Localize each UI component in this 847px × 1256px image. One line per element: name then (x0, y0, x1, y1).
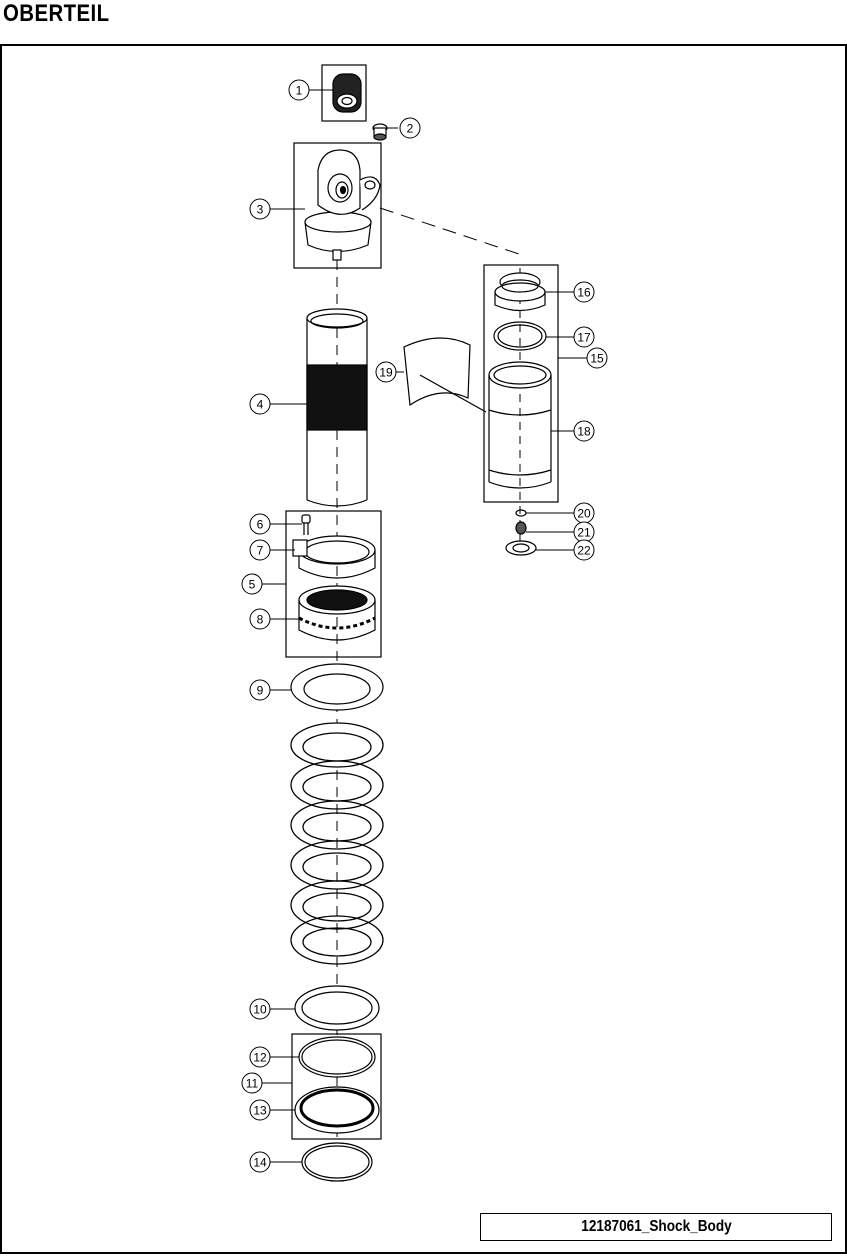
callout-16: 16 (573, 281, 595, 303)
callout-19: 19 (375, 361, 397, 383)
callout-2: 2 (399, 117, 421, 139)
callout-1: 1 (288, 79, 310, 101)
callout-14: 14 (249, 1151, 271, 1173)
callout-label: 15 (590, 352, 604, 366)
callout-label: 5 (249, 578, 256, 592)
callout-18: 18 (573, 420, 595, 442)
page-title: OBERTEIL (3, 0, 110, 27)
callout-label: 9 (257, 684, 264, 698)
part-8-preload-nut (298, 585, 376, 641)
callout-8: 8 (249, 608, 271, 630)
callout-label: 1 (296, 84, 303, 98)
drawing-caption: 12187061_Shock_Body (480, 1213, 832, 1241)
part-18-reservoir (488, 361, 552, 489)
callout-label: 21 (577, 526, 591, 540)
part-14-circlip (301, 1142, 373, 1182)
part-9-spring-seat (290, 663, 384, 711)
callout-6: 6 (249, 513, 271, 535)
callout-5: 5 (241, 573, 263, 595)
callout-3: 3 (249, 198, 271, 220)
callout-label: 19 (379, 366, 393, 380)
part-20-washer (515, 509, 527, 517)
callout-label: 13 (253, 1104, 267, 1118)
part-2-valve (372, 123, 388, 141)
part-12-ring (298, 1036, 376, 1078)
callout-label: 8 (257, 613, 264, 627)
callout-7: 7 (249, 539, 271, 561)
callout-label: 22 (577, 544, 591, 558)
part-19-shield (403, 337, 487, 413)
part-1-bushing (332, 73, 362, 113)
callout-22: 22 (573, 539, 595, 561)
diagram-frame (0, 44, 847, 1254)
part-13-ring (294, 1086, 380, 1134)
part-22-cap (505, 540, 537, 556)
callout-20: 20 (573, 502, 595, 524)
callout-4: 4 (249, 393, 271, 415)
callout-label: 7 (257, 544, 264, 558)
part-17-oring (493, 321, 547, 351)
callout-11: 11 (241, 1072, 263, 1094)
callout-13: 13 (249, 1099, 271, 1121)
part-4-damper-body (306, 308, 368, 507)
callout-label: 12 (253, 1051, 267, 1065)
part-6-bolt (301, 514, 311, 535)
part-10-lower-seat (294, 985, 380, 1031)
part-16-piston (494, 272, 546, 312)
part-21-valve-core (515, 521, 527, 535)
callout-9: 9 (249, 679, 271, 701)
callout-12: 12 (249, 1046, 271, 1068)
coil-spring (290, 722, 384, 965)
callout-label: 20 (577, 507, 591, 521)
callout-label: 18 (577, 425, 591, 439)
callout-label: 3 (257, 203, 264, 217)
callout-10: 10 (249, 998, 271, 1020)
callout-15: 15 (586, 347, 608, 369)
callout-label: 16 (577, 286, 591, 300)
callout-label: 2 (407, 122, 414, 136)
callout-label: 6 (257, 518, 264, 532)
callout-label: 10 (253, 1003, 267, 1017)
callout-label: 14 (253, 1156, 267, 1170)
callout-label: 11 (246, 1077, 259, 1091)
callout-label: 17 (577, 331, 591, 345)
callout-21: 21 (573, 521, 595, 543)
callout-label: 4 (257, 398, 264, 412)
part-3-body-eye (304, 149, 381, 261)
callout-17: 17 (573, 326, 595, 348)
part-7-clamp-ring (292, 535, 376, 579)
